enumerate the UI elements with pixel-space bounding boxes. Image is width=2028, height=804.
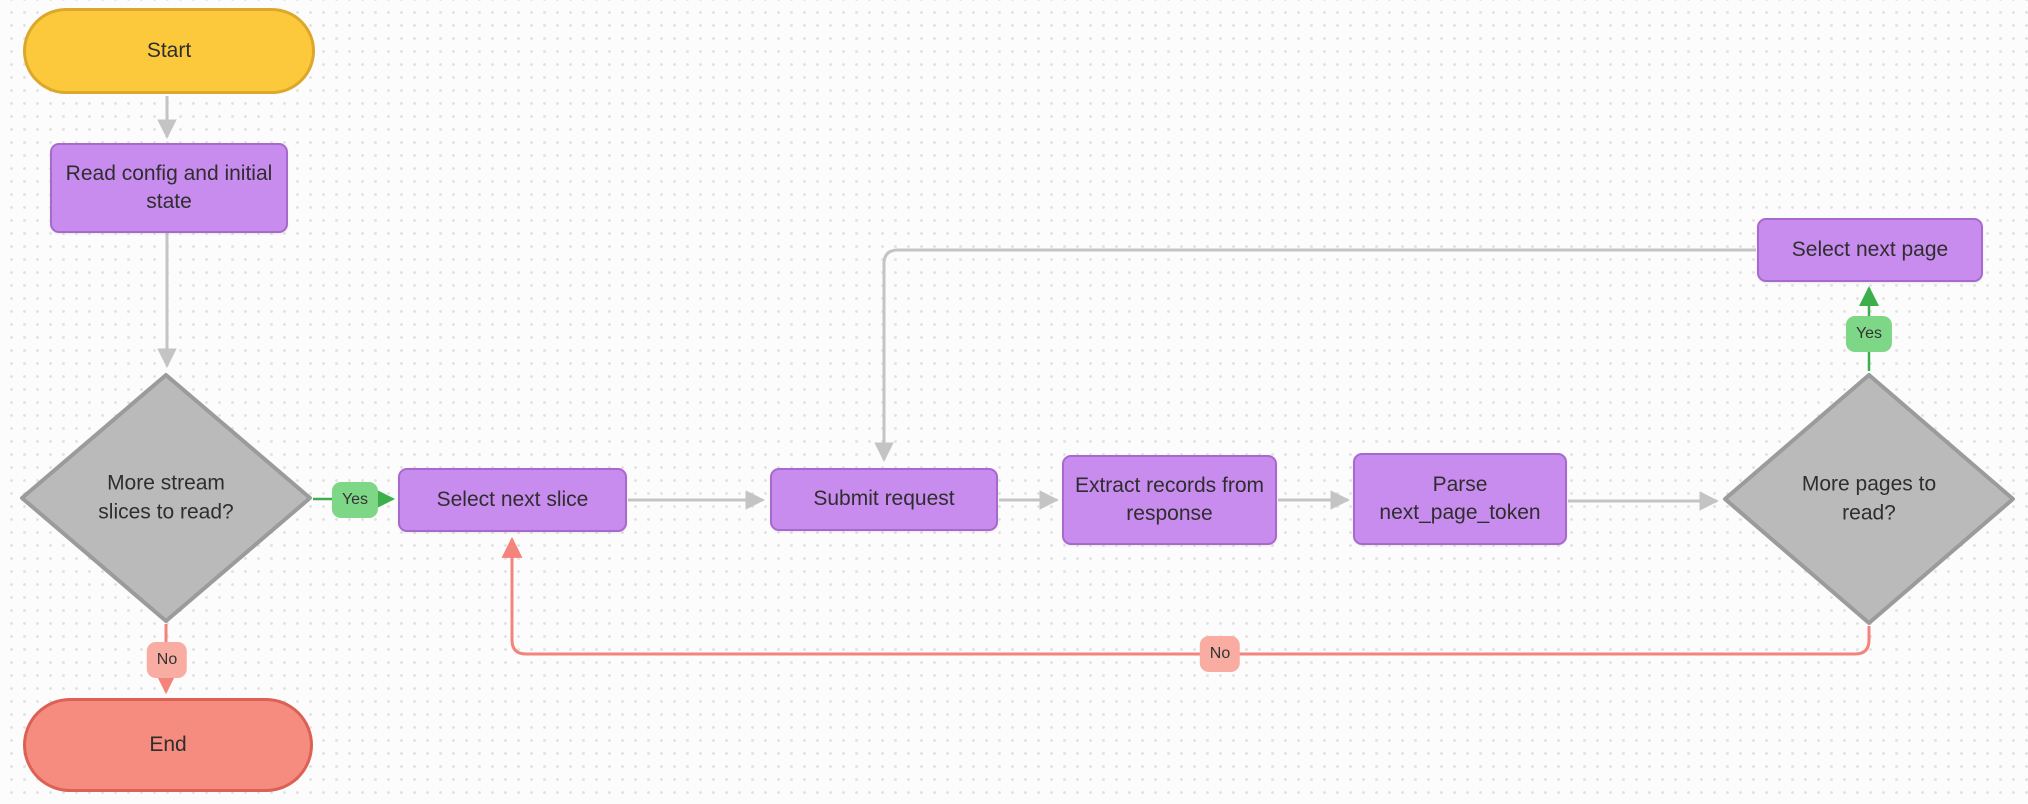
node-extract-records: Extract records from response <box>1062 455 1277 545</box>
node-submit-request: Submit request <box>770 468 998 531</box>
node-start: Start <box>23 8 315 94</box>
node-parse-next-page-token: Parse next_page_token <box>1353 453 1567 545</box>
node-parse-next-page-token-label: Parse next_page_token <box>1379 472 1541 524</box>
node-select-next-slice-label: Select next slice <box>436 487 589 511</box>
node-end-label: End <box>149 732 187 756</box>
node-more-pages-label: More pages to read? <box>1801 472 1937 525</box>
edge-label-no-left: No <box>146 642 188 678</box>
decision-more-stream-slices <box>20 373 312 623</box>
node-submit-request-label: Submit request <box>813 487 955 511</box>
node-select-next-slice: Select next slice <box>398 468 627 532</box>
node-read-config: Read config and initial state <box>50 143 288 233</box>
node-extract-records-label: Extract records from response <box>1074 473 1265 525</box>
node-select-next-page-label: Select next page <box>1791 237 1949 261</box>
node-select-next-page: Select next page <box>1757 218 1983 282</box>
edge-label-yes-right: Yes <box>1845 316 1893 352</box>
edge-label-no-bottom: No <box>1199 636 1241 672</box>
edge-more-pages-no-to-select-next-slice-loop <box>501 536 1871 656</box>
edge-select-next-page-to-submit-request-loop <box>874 248 1756 462</box>
node-more-stream-slices-label: More stream slices to read? <box>98 471 234 524</box>
node-start-label: Start <box>146 38 192 62</box>
decision-more-pages <box>1723 373 2015 625</box>
node-read-config-label: Read config and initial state <box>65 161 273 213</box>
node-end: End <box>23 698 313 792</box>
edge-label-yes-left: Yes <box>331 482 379 518</box>
